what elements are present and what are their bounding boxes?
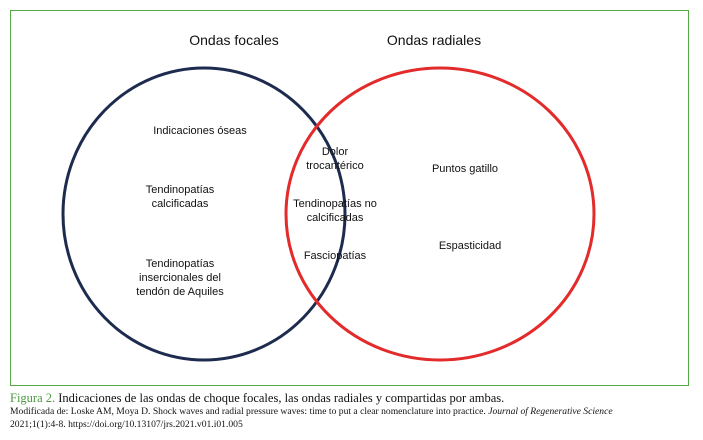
intersection-item-3: Fasciopatías [303, 250, 367, 262]
intersection-item-2: Tendinopatías no calcificadas [293, 198, 377, 224]
caption-text: Indicaciones de las ondas de choque foca… [55, 391, 505, 405]
figure-frame [10, 10, 689, 386]
left-item-3: Tendinopatías insercionales del tendón d… [136, 258, 224, 298]
focal-waves-circle [61, 66, 347, 362]
caption-source: Modificada de: Loske AM, Moya D. Shock w… [10, 406, 700, 431]
left-item-1: Indicaciones óseas [153, 125, 247, 137]
right-set-title: Ondas radiales [386, 32, 482, 48]
right-item-1: Puntos gatillo [431, 163, 499, 175]
source-doi: 2021;1(1):4-8. https://doi.org/10.13107/… [10, 418, 243, 430]
left-item-2: Tendinopatías calcificadas [145, 184, 215, 210]
caption-title: Figura 2. Indicaciones de las ondas de c… [10, 391, 700, 406]
radial-waves-circle [284, 66, 596, 362]
source-citation: Modificada de: Loske AM, Moya D. Shock w… [10, 406, 489, 417]
intersection-item-1: Dolor trocantérico [306, 146, 364, 172]
left-set-title: Ondas focales [189, 32, 279, 48]
source-journal: Journal of Regenerative Science [488, 406, 613, 417]
figure-label: Figura 2. [10, 391, 56, 405]
right-item-2: Espasticidad [438, 240, 502, 252]
figure-caption: Figura 2. Indicaciones de las ondas de c… [10, 391, 700, 431]
